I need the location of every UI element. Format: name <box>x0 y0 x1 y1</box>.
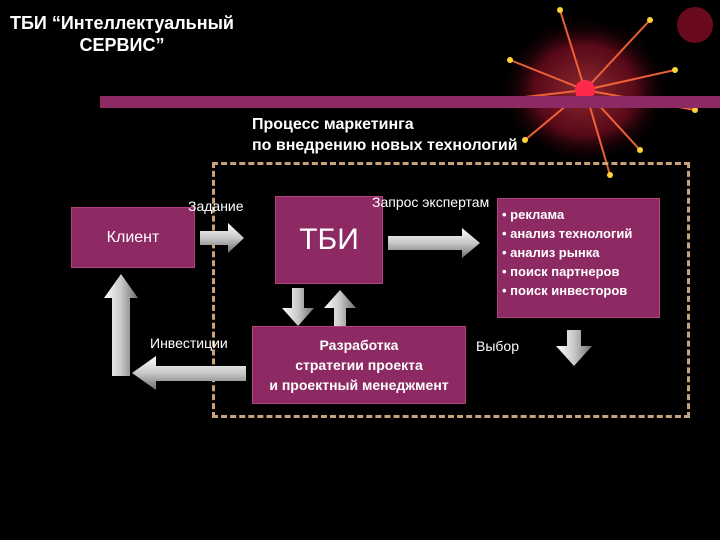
expert-request-label: Запрос экспертам <box>372 194 490 210</box>
arrow-client-up <box>104 274 138 376</box>
list-item: поиск партнеров <box>502 262 659 281</box>
header-stripe <box>100 96 720 108</box>
dashed-boundary <box>212 162 690 418</box>
choice-label: Выбор <box>476 338 519 354</box>
arrow-tbi-down <box>282 288 314 326</box>
strategy-development-node: Разработка стратегии проекта и проектный… <box>252 326 466 404</box>
tbi-node: ТБИ <box>275 196 383 284</box>
list-item: реклама <box>502 205 659 224</box>
tbi-label: ТБИ <box>299 223 359 256</box>
client-label: Клиент <box>106 228 160 246</box>
list-item: анализ технологий <box>502 224 659 243</box>
task-label: Задание <box>188 198 244 214</box>
arrow-task <box>200 223 244 253</box>
arrow-choice-down <box>556 330 592 366</box>
page-title: ТБИ “Интеллектуальный СЕРВИС” <box>9 13 234 55</box>
diagram-subtitle: Процесс маркетинга по внедрению новых те… <box>252 116 518 154</box>
arrow-investments-return <box>132 356 246 390</box>
arrow-expert-request <box>388 228 480 258</box>
list-item: поиск инвесторов <box>502 281 659 300</box>
investments-label: Инвестиции <box>150 335 228 351</box>
activities-list: реклама анализ технологий анализ рынка п… <box>498 199 659 300</box>
arrow-tbi-up <box>324 290 356 326</box>
client-node: Клиент <box>71 207 195 268</box>
list-item: анализ рынка <box>502 243 659 262</box>
activities-node: реклама анализ технологий анализ рынка п… <box>497 198 660 318</box>
